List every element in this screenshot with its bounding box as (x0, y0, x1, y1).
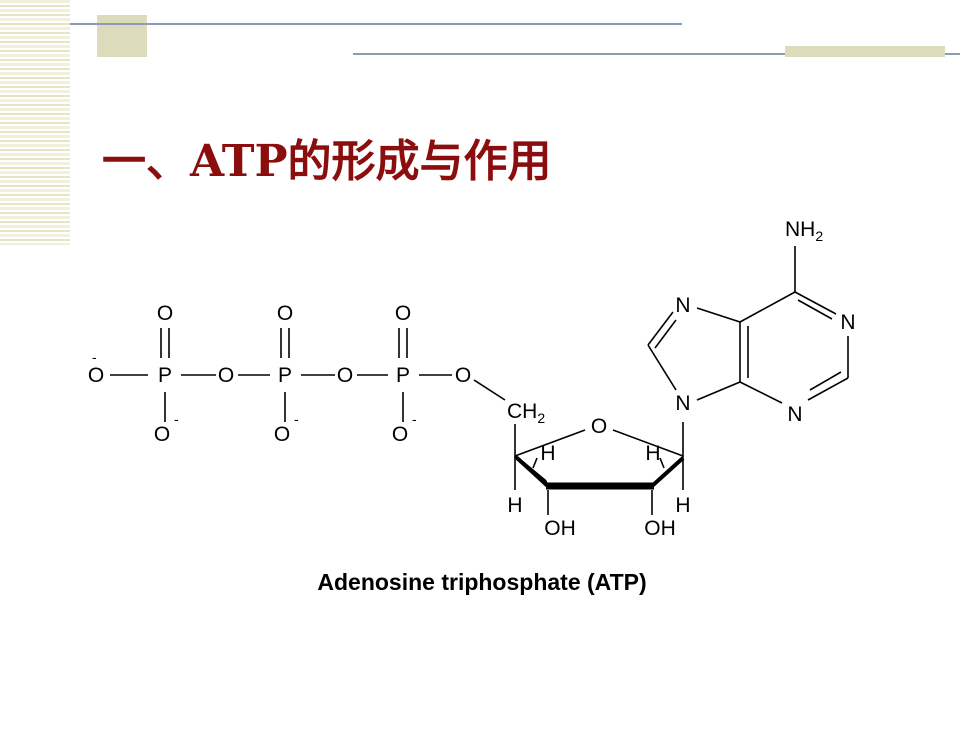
ch2-label: CH2 (507, 400, 545, 426)
oxygen-label: O (455, 364, 471, 387)
charge-label: - (412, 411, 417, 427)
bond-line (612, 429, 684, 457)
bond-line (659, 457, 665, 469)
oxygen-label: O (337, 364, 353, 387)
adenine-base: N N NH2 N (647, 218, 856, 426)
phosphorus-label: P (396, 364, 410, 387)
hydrogen-label: H (540, 442, 555, 465)
decorative-stripes (0, 0, 70, 245)
oxygen-label: O (277, 302, 293, 325)
bond-line (647, 311, 674, 346)
amine-label: NH2 (785, 218, 823, 244)
double-bond-line (654, 319, 677, 349)
bond-line (794, 291, 837, 315)
charge-label: - (92, 349, 97, 365)
double-bond-line (809, 371, 842, 391)
bond-line (514, 429, 586, 457)
nitrogen-label: N (675, 392, 690, 415)
bond-line (739, 291, 796, 323)
bond-line (532, 457, 538, 469)
second-rule-line (353, 53, 960, 55)
oxygen-label: O (157, 302, 173, 325)
bond-line (473, 379, 506, 401)
bond-line (696, 307, 741, 323)
bond-line (739, 381, 783, 404)
charge-label: - (294, 411, 299, 427)
bond-line (807, 377, 849, 401)
hydroxyl-label: OH (644, 517, 676, 540)
accent-bar (785, 46, 945, 57)
wedge-bond (515, 456, 550, 488)
ring-oxygen-label: O (591, 415, 607, 438)
phosphate-chain: - O P O O - O P O O - O P (88, 302, 506, 446)
charge-label: - (174, 411, 179, 427)
slide-title: 一、ATP的形成与作用 (102, 136, 552, 187)
hydroxyl-label: OH (544, 517, 576, 540)
nitrogen-label: N (675, 294, 690, 317)
oxygen-label: O (392, 423, 408, 446)
diagram-caption: Adenosine triphosphate (ATP) (317, 569, 646, 595)
hydrogen-label: H (507, 494, 522, 517)
oxygen-label: O (154, 423, 170, 446)
nitrogen-label: N (840, 311, 855, 334)
oxygen-label: O (274, 423, 290, 446)
top-rule-line (70, 23, 682, 25)
bond-line (647, 344, 677, 391)
hydrogen-label: H (675, 494, 690, 517)
phosphorus-label: P (278, 364, 292, 387)
oxygen-label: O (395, 302, 411, 325)
double-bond-line (797, 299, 833, 320)
oxygen-label: O (88, 364, 104, 387)
decorative-square (97, 15, 147, 57)
phosphorus-label: P (158, 364, 172, 387)
ribose-ring: CH2 O H H H H (507, 400, 691, 540)
hydrogen-label: H (645, 442, 660, 465)
bond-line (696, 381, 741, 401)
nitrogen-label: N (787, 403, 802, 426)
atp-structure-diagram: - O P O O - O P O O - O P (88, 218, 856, 595)
wedge-bond (650, 456, 685, 488)
oxygen-label: O (218, 364, 234, 387)
